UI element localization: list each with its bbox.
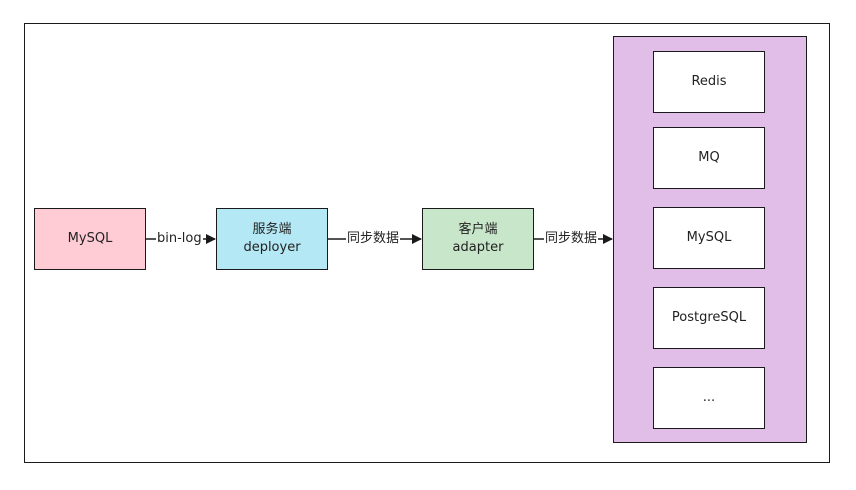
target-node-mq: MQ bbox=[653, 127, 765, 189]
target-label: Redis bbox=[691, 74, 727, 89]
client-node-subtitle: adapter bbox=[452, 240, 504, 255]
mysql-source-label: MySQL bbox=[67, 231, 113, 246]
server-node-subtitle: deployer bbox=[243, 240, 301, 255]
edge-sync1-label: 同步数据 bbox=[346, 231, 401, 247]
target-label: MySQL bbox=[686, 230, 732, 245]
diagram-frame bbox=[24, 23, 830, 463]
target-node-redis: Redis bbox=[653, 51, 765, 113]
target-node-postgresql: PostgreSQL bbox=[653, 287, 765, 349]
client-adapter-node: 客户端 adapter bbox=[422, 208, 534, 270]
target-label: MQ bbox=[698, 150, 720, 165]
target-node-mysql: MySQL bbox=[653, 207, 765, 269]
edge-sync2-label: 同步数据 bbox=[544, 231, 599, 247]
client-node-title: 客户端 bbox=[458, 222, 498, 237]
server-node-title: 服务端 bbox=[252, 222, 292, 237]
mysql-source-node: MySQL bbox=[34, 208, 146, 270]
server-deployer-node: 服务端 deployer bbox=[216, 208, 328, 270]
edge-binlog-label: bin-log bbox=[156, 231, 203, 247]
target-label: ... bbox=[702, 390, 716, 405]
target-label: PostgreSQL bbox=[671, 310, 747, 325]
target-node-more: ... bbox=[653, 367, 765, 429]
